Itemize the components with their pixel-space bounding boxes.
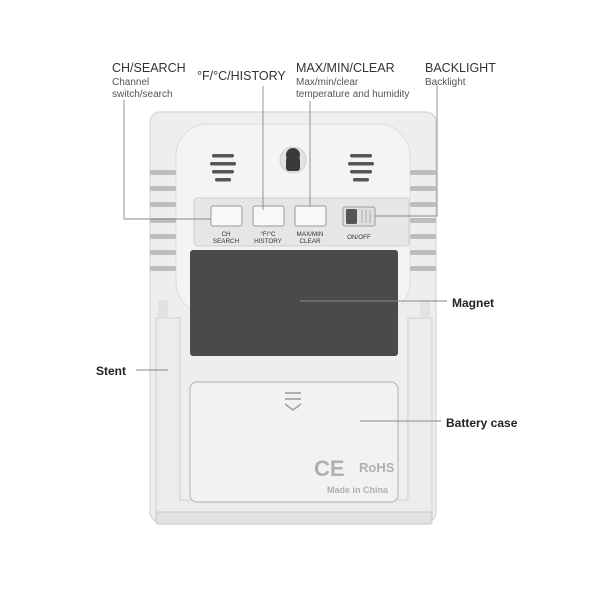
ch-search-desc-2: switch/search xyxy=(112,89,173,100)
max-min-clear-desc-2: temperature and humidity xyxy=(296,89,410,100)
keyhole-icon xyxy=(279,146,307,174)
button-1-label-1: CH xyxy=(221,231,231,238)
magnet-label: Magnet xyxy=(452,296,494,310)
unit-history-button[interactable] xyxy=(252,205,285,227)
backlight-leader xyxy=(375,85,438,217)
left-vent-slots xyxy=(150,170,176,271)
ce-mark: CE xyxy=(314,456,345,481)
backlight-desc: Backlight xyxy=(425,77,466,88)
ch-search-desc-1: Channel xyxy=(112,77,150,88)
ch-search-leader xyxy=(123,100,211,220)
right-vent-slots xyxy=(410,170,436,271)
max-min-clear-desc-1: Max/min/clear xyxy=(296,77,359,88)
magnet-plate xyxy=(190,250,398,356)
button-3-label-1: MAX/MIN xyxy=(297,231,324,238)
battery-case-label: Battery case xyxy=(446,416,518,430)
ch-search-button[interactable] xyxy=(210,205,243,227)
button-1-label-2: SEARCH xyxy=(213,238,240,245)
switch-label: ON/OFF xyxy=(347,234,371,241)
slide-arrow-icon xyxy=(284,392,302,411)
rohs-mark: RoHS xyxy=(359,460,395,475)
button-2-label-1: °F/°C xyxy=(260,230,276,238)
battery-case[interactable] xyxy=(189,381,399,503)
max-min-clear-title: MAX/MIN/CLEAR xyxy=(296,61,395,75)
on-off-switch[interactable] xyxy=(342,206,376,227)
backlight-title: BACKLIGHT xyxy=(425,61,496,75)
ch-search-title: CH/SEARCH xyxy=(112,61,186,75)
made-in-china: Made in China xyxy=(327,485,389,495)
bottom-lip xyxy=(155,511,433,525)
right-speaker-slots xyxy=(348,154,374,182)
button-3-label-2: CLEAR xyxy=(300,238,321,245)
stent-label: Stent xyxy=(96,364,126,378)
left-speaker-slots xyxy=(210,154,236,182)
max-min-clear-button[interactable] xyxy=(294,205,327,227)
unit-history-title: °F/°C/HISTORY xyxy=(197,69,286,83)
button-2-label-2: HISTORY xyxy=(254,238,283,245)
